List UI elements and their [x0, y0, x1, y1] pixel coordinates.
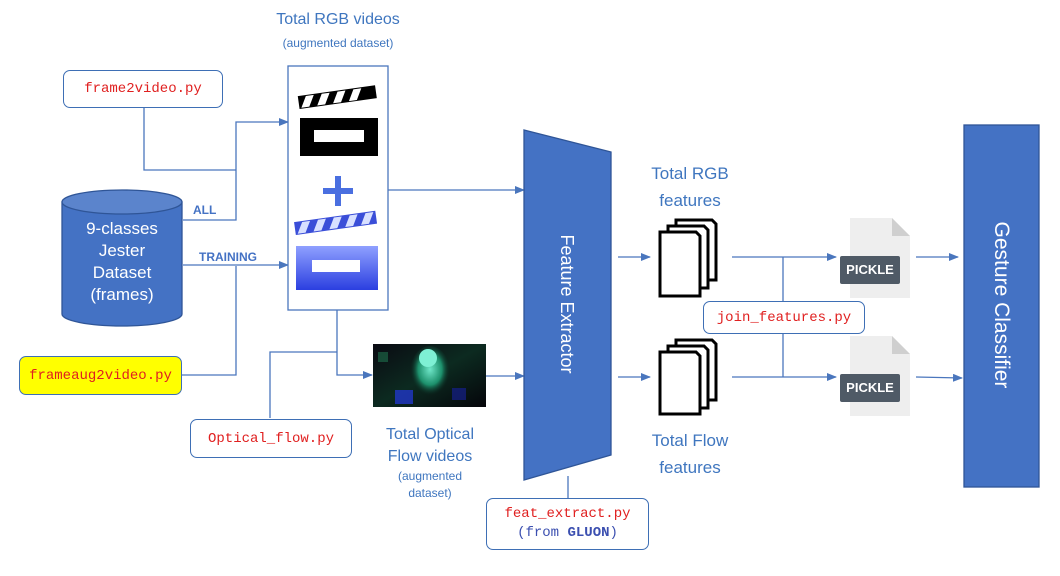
- connector-pickle-flow-to-classifier: [915, 373, 963, 382]
- rgb-videos-subtitle: (augmented dataset): [282, 36, 394, 50]
- rgb-features-label: Total RGB features: [630, 160, 750, 214]
- flow-features-label: Total Flow features: [630, 427, 750, 481]
- flow-videos-title-line-1: Total Optical: [385, 426, 475, 443]
- gesture-classifier-label: Gesture Classifier: [990, 221, 1013, 389]
- dataset-line-4: (frames): [90, 285, 154, 304]
- rgb-videos-title: Total RGB videos: [276, 11, 400, 28]
- frame2video-script: frame2video.py: [63, 70, 223, 108]
- feature-extractor-label: Feature Extractor: [557, 234, 577, 374]
- flow-features-line-2: features: [659, 458, 721, 477]
- connector-all: [183, 118, 289, 221]
- flow-videos-subtitle-line-2: dataset): [408, 486, 452, 500]
- document-stack-icon-rgb: [658, 218, 718, 298]
- augmented-clapperboard-icon: [294, 210, 378, 290]
- feature-extractor-block: [523, 129, 612, 481]
- connectors: [143, 108, 963, 498]
- optical-flow-thumbnail: [373, 344, 486, 407]
- connector-optical-flow-script: [269, 351, 337, 418]
- join-features-script: join_features.py: [703, 301, 865, 334]
- clapperboard-icon: [297, 85, 378, 156]
- dataset-line-3: Dataset: [92, 263, 152, 282]
- feat-extract-from-suffix: ): [609, 525, 618, 541]
- feat-extract-library: GLUON: [567, 525, 610, 541]
- gesture-classifier-block: [963, 124, 1040, 488]
- feat-extract-script-name: feat_extract.py: [504, 506, 631, 522]
- flow-features-line-1: Total Flow: [651, 431, 729, 450]
- plus-icon: [323, 176, 353, 206]
- dataset-cylinder: [61, 189, 183, 327]
- feat-extract-from-prefix: (from: [517, 525, 568, 541]
- pickle-label-flow: PICKLE: [846, 380, 894, 395]
- rgb-features-line-2: features: [659, 191, 721, 210]
- pickle-label-rgb: PICKLE: [846, 262, 894, 277]
- optical-flow-script: Optical_flow.py: [190, 419, 352, 458]
- feat-extract-script-source: (from GLUON): [517, 524, 618, 543]
- frameaug2video-script: frameaug2video.py: [19, 356, 182, 395]
- dataset-line-2: Jester: [98, 241, 146, 260]
- flow-videos-title-line-2: Flow videos: [387, 448, 473, 465]
- flow-videos-subtitle-line-1: (augmented: [397, 469, 463, 483]
- dataset-line-1: 9-classes: [86, 219, 158, 238]
- document-stack-icon-flow: [658, 338, 718, 416]
- dataset-label: 9-classes Jester Dataset (frames): [62, 218, 182, 306]
- branch-label-training: TRAINING: [199, 250, 257, 264]
- feat-extract-script: feat_extract.py (from GLUON): [486, 498, 649, 550]
- rgb-features-line-1: Total RGB: [651, 164, 729, 183]
- flow-videos-subtitle: (augmented dataset): [350, 468, 510, 502]
- flow-videos-title: Total Optical Flow videos: [350, 424, 510, 468]
- connector-rgb-to-flow: [336, 310, 373, 379]
- connector-frameaug2video: [182, 266, 237, 376]
- connector-frame2video: [143, 108, 236, 171]
- pickle-file-icon-rgb: [840, 218, 910, 298]
- branch-label-all: ALL: [193, 203, 217, 217]
- pickle-file-icon-flow: [840, 336, 910, 416]
